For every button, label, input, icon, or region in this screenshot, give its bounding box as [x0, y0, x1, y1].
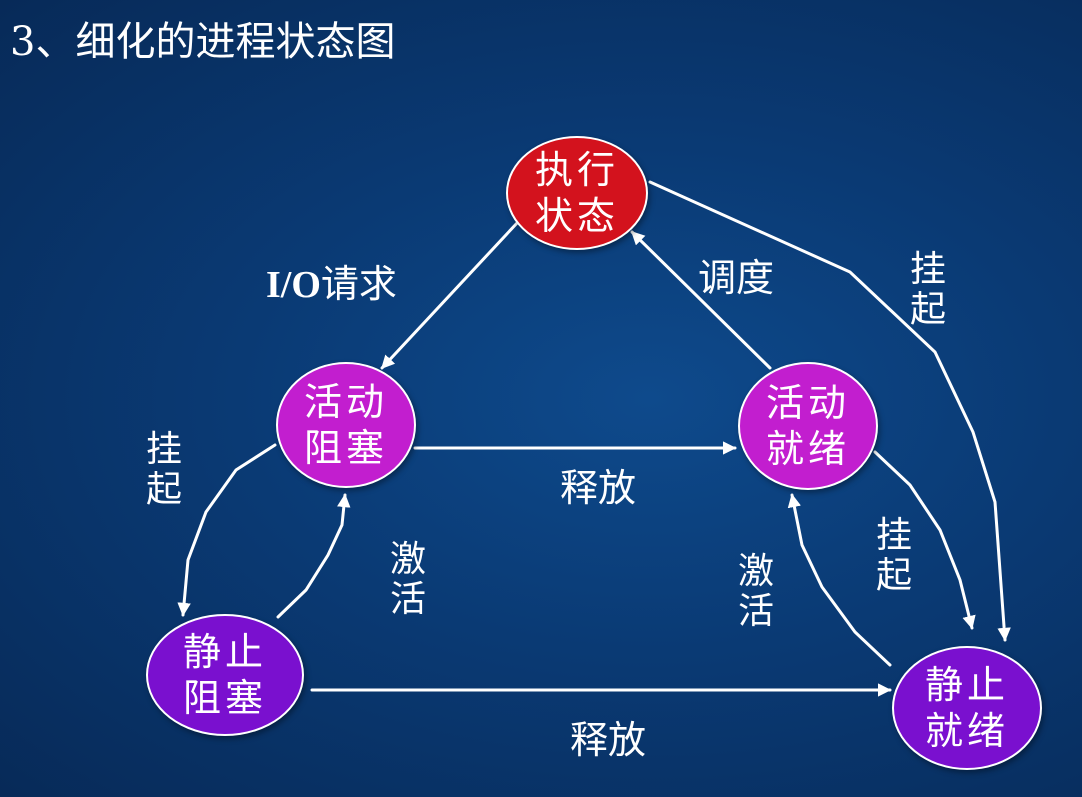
label-suspend-ready-2: 起	[876, 555, 913, 596]
label-suspend-ready: 挂 起	[876, 516, 912, 596]
arrow-suspend-exec	[648, 180, 1011, 642]
page-title: 3、细化的进程状态图	[10, 19, 396, 65]
node-active-ready: 活动 就绪	[738, 362, 878, 490]
arrow-activate-ready	[787, 493, 892, 667]
node-active-ready-line1: 活动	[765, 381, 850, 425]
node-static-ready-line1: 静止	[924, 663, 1009, 707]
label-suspend-ready-1: 挂	[876, 515, 913, 556]
label-activate-ready: 激 活	[738, 552, 774, 632]
label-activate-blocked-2: 活	[390, 579, 427, 620]
label-io-suffix: 请求	[320, 262, 397, 306]
label-release-top: 释放	[560, 466, 637, 510]
label-activate-blocked-1: 激	[390, 539, 427, 580]
arrow-dispatch	[630, 230, 772, 370]
arrow-suspend-blocked	[177, 443, 277, 617]
node-active-blocked-line2: 阻塞	[303, 426, 388, 470]
node-exec-line1: 执行	[534, 148, 619, 192]
label-suspend-blocked-2: 起	[146, 469, 183, 510]
node-static-blocked: 静止 阻塞	[146, 614, 304, 736]
label-suspend-blocked: 挂 起	[146, 430, 182, 510]
node-static-blocked-line1: 静止	[182, 630, 267, 674]
label-release-bottom: 释放	[570, 718, 647, 762]
label-suspend-exec-1: 挂	[910, 249, 947, 290]
label-activate-ready-2: 活	[738, 591, 775, 632]
node-static-ready: 静止 就绪	[892, 646, 1042, 770]
label-activate-ready-1: 激	[738, 551, 775, 592]
label-dispatch: 调度	[698, 256, 775, 300]
node-exec-state: 执行 状态	[506, 136, 648, 250]
label-io-request: I/O请求	[266, 262, 397, 307]
label-suspend-blocked-1: 挂	[146, 429, 183, 470]
label-suspend-exec-2: 起	[910, 289, 947, 330]
node-static-blocked-line2: 阻塞	[182, 676, 267, 720]
node-active-ready-line2: 就绪	[765, 427, 850, 471]
label-suspend-exec: 挂 起	[910, 250, 946, 330]
node-active-blocked: 活动 阻塞	[276, 362, 416, 488]
arrow-io-request	[380, 220, 520, 370]
node-active-blocked-line1: 活动	[303, 380, 388, 424]
arrow-suspend-ready	[873, 450, 976, 630]
arrow-activate-blocked	[276, 493, 351, 619]
label-activate-blocked: 激 活	[390, 540, 426, 620]
node-exec-line2: 状态	[534, 194, 619, 238]
node-static-ready-line2: 就绪	[924, 709, 1009, 753]
label-io-prefix: I/O	[266, 264, 321, 306]
